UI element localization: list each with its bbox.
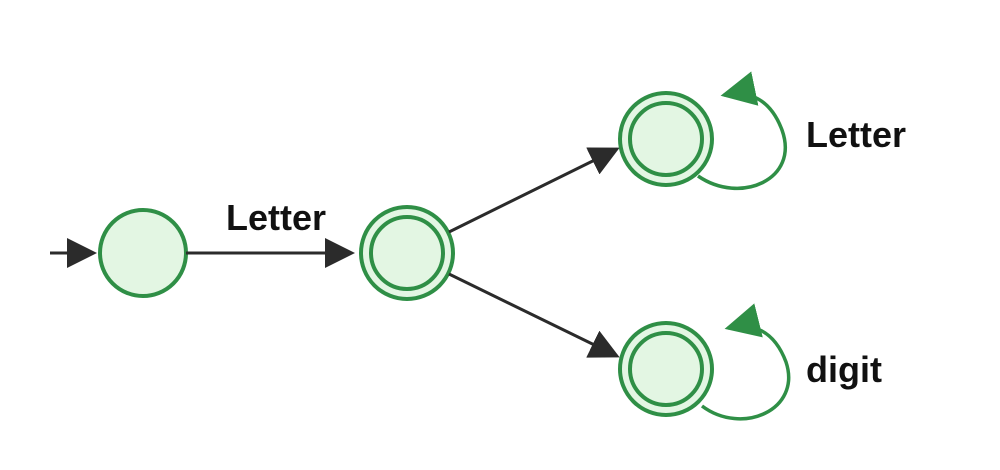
state-s3-inner bbox=[628, 331, 704, 407]
edge-s1-to-s2 bbox=[448, 147, 620, 234]
edge-label-letter-1: Letter bbox=[226, 197, 326, 238]
state-start bbox=[98, 208, 188, 298]
edge-s1-to-s3 bbox=[448, 272, 620, 358]
loop-s3 bbox=[700, 303, 791, 421]
loop-s2 bbox=[697, 71, 787, 191]
loop-label-letter-2: Letter bbox=[806, 114, 906, 155]
state-s2-inner bbox=[628, 101, 704, 177]
state-s1-inner bbox=[369, 215, 445, 291]
loop-label-digit: digit bbox=[806, 349, 882, 390]
